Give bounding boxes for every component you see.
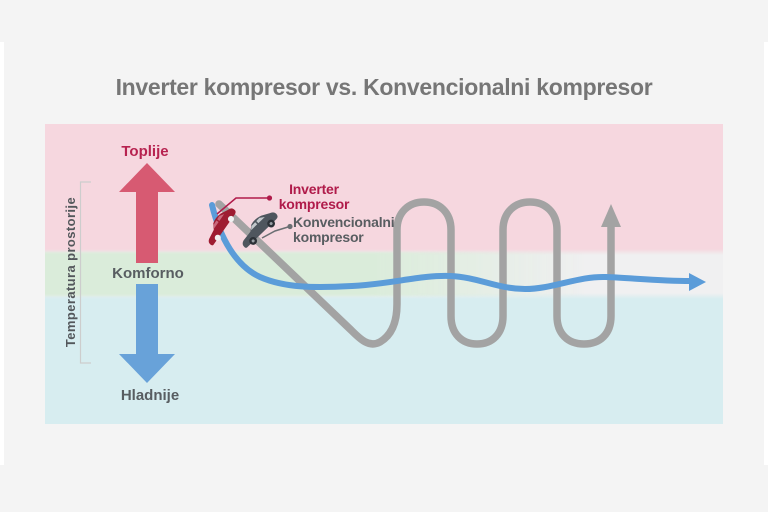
page-title: Inverter kompresor vs. Konvencionalni ko…: [115, 74, 653, 100]
comfort-label: Komforno: [112, 265, 184, 282]
conventional-line: [215, 198, 615, 348]
inverter-leader-line: [216, 195, 273, 215]
inverter-line: [209, 202, 693, 293]
page-background-bottom: [0, 465, 768, 512]
inverter-series-label: Inverter kompresor: [278, 181, 350, 212]
red-car-icon: [208, 208, 236, 246]
inverter-line-arrowhead-icon: [689, 273, 706, 291]
gray-car-icon: [242, 212, 278, 248]
conventional-series-label: Konvencionalni kompresor: [293, 214, 395, 245]
warmer-arrow-icon: [119, 163, 175, 263]
axis-bracket: [79, 181, 91, 364]
page-background-top: [0, 0, 768, 42]
colder-label: Hladnije: [120, 387, 180, 404]
conventional-line-arrowhead-icon: [601, 204, 621, 227]
colder-arrow-icon: [119, 284, 175, 383]
warmer-label: Toplije: [121, 143, 169, 160]
conventional-leader-line: [261, 223, 293, 239]
